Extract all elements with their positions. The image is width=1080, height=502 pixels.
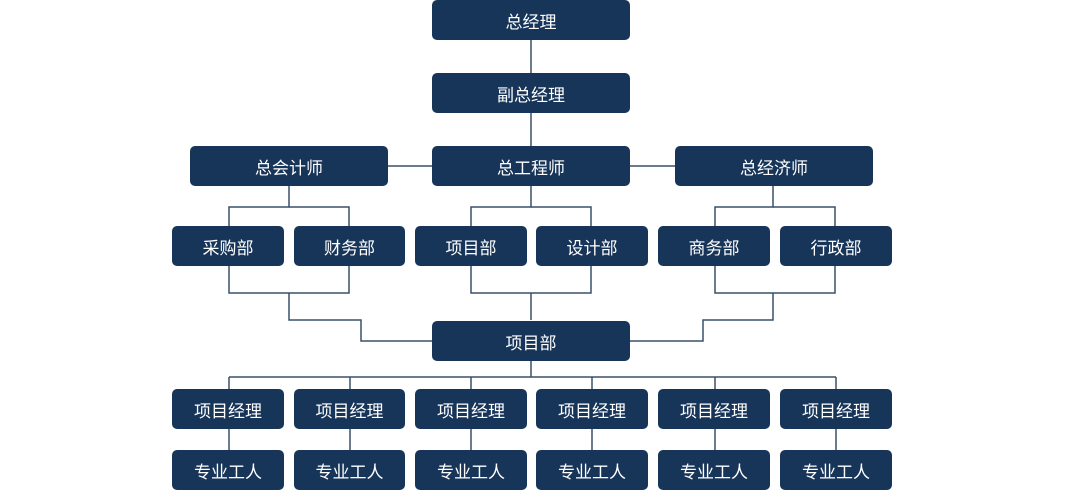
- project-manager-node: 项目经理: [780, 389, 892, 429]
- project-manager-node: 项目经理: [415, 389, 527, 429]
- worker-node: 专业工人: [658, 450, 770, 490]
- department-procurement-node: 采购部: [172, 226, 284, 266]
- worker-node: 专业工人: [172, 450, 284, 490]
- department-project-node: 项目部: [415, 226, 527, 266]
- worker-node: 专业工人: [294, 450, 405, 490]
- worker-node: 专业工人: [536, 450, 648, 490]
- deputy-general-manager-node: 副总经理: [432, 73, 630, 113]
- department-administration-node: 行政部: [780, 226, 892, 266]
- project-manager-node: 项目经理: [172, 389, 284, 429]
- chief-economist-node: 总经济师: [675, 146, 873, 186]
- department-commerce-node: 商务部: [658, 226, 770, 266]
- department-design-node: 设计部: [536, 226, 648, 266]
- project-manager-node: 项目经理: [294, 389, 405, 429]
- chief-engineer-node: 总工程师: [432, 146, 630, 186]
- worker-node: 专业工人: [415, 450, 527, 490]
- chief-accountant-node: 总会计师: [190, 146, 388, 186]
- project-manager-node: 项目经理: [536, 389, 648, 429]
- department-finance-node: 财务部: [294, 226, 405, 266]
- project-department-node: 项目部: [432, 321, 630, 361]
- general-manager-node: 总经理: [432, 0, 630, 40]
- project-manager-node: 项目经理: [658, 389, 770, 429]
- worker-node: 专业工人: [780, 450, 892, 490]
